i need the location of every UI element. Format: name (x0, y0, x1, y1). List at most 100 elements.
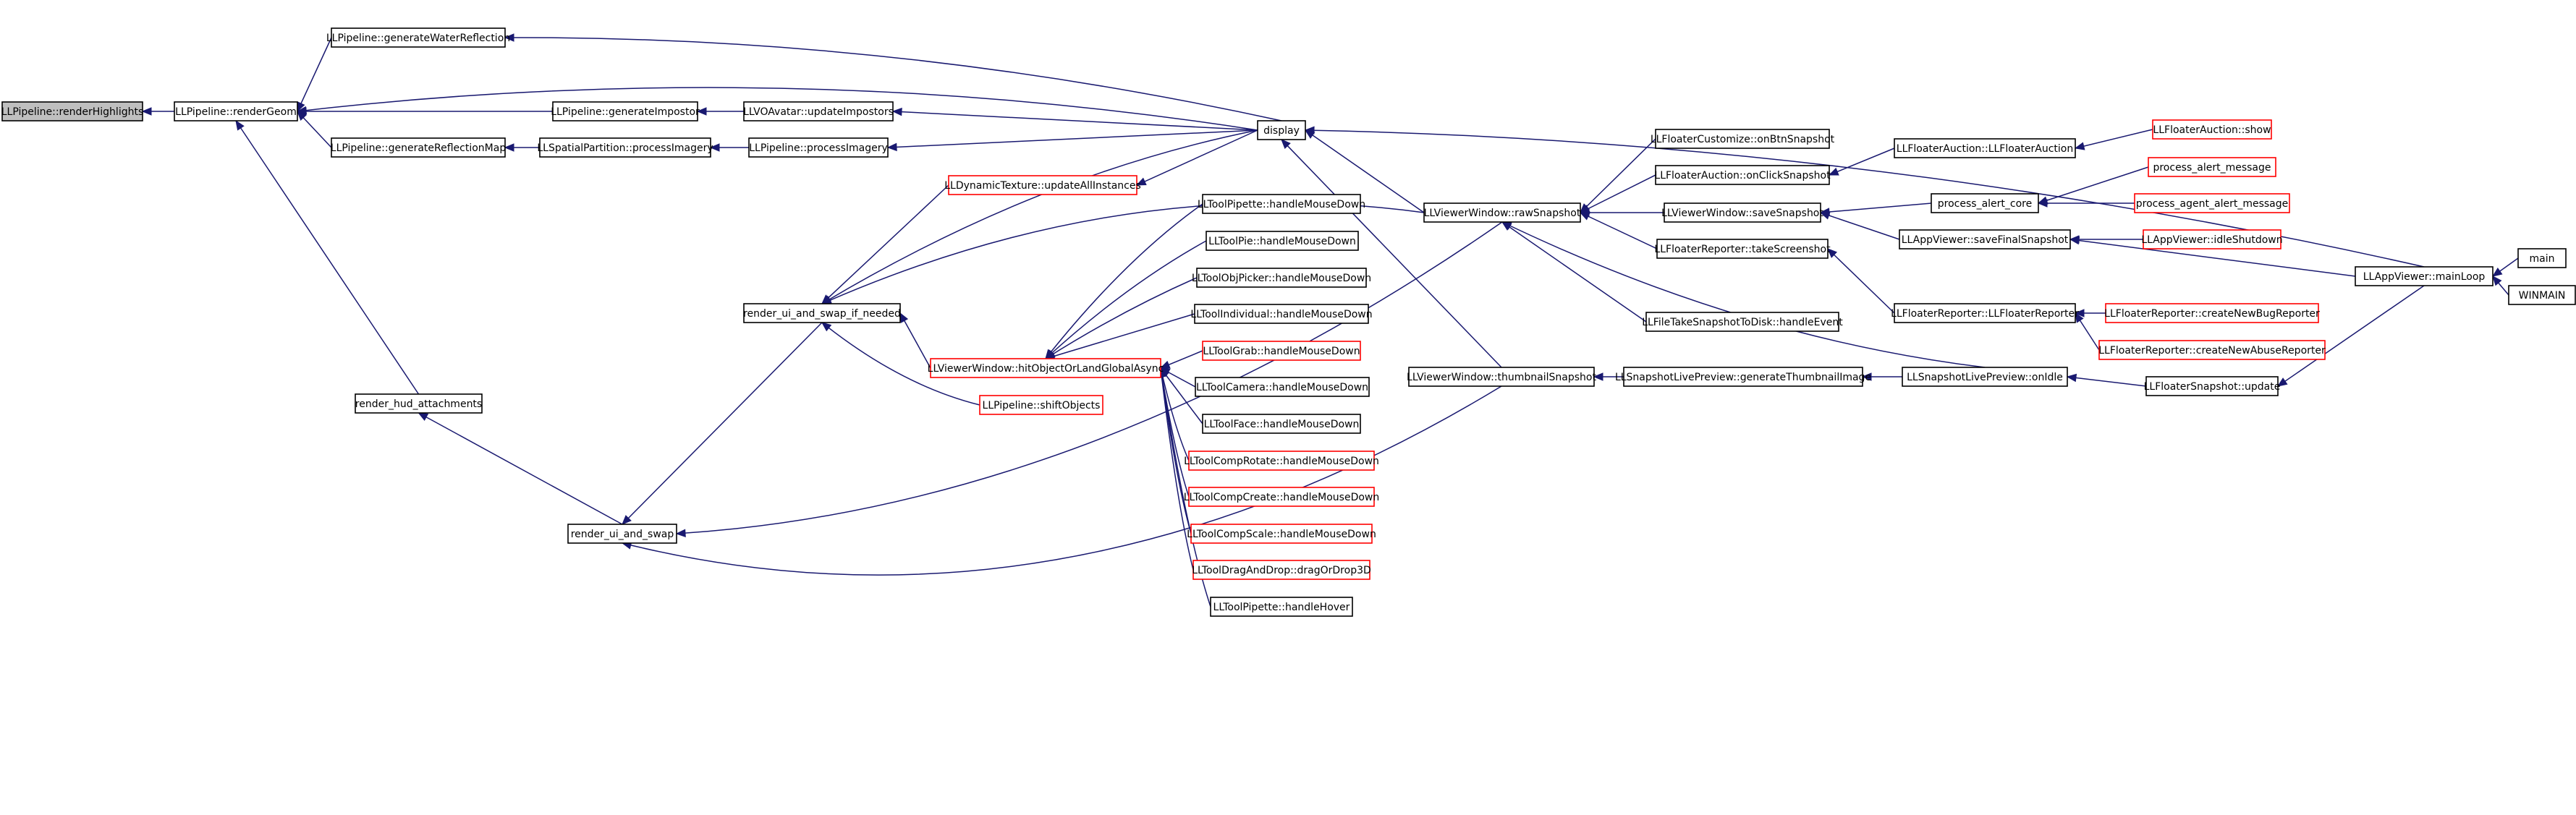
call-edge-newAbuseReporter-to-reporterCtor (2075, 312, 2100, 351)
node-pie-mouse-down[interactable]: LLToolPie::handleMouseDown (1206, 231, 1359, 251)
node-label: LLToolFace::handleMouseDown (1204, 419, 1360, 430)
call-edge-rawSnapshot-to-render_ui_and_swap (675, 221, 1503, 537)
node-label: LLPipeline::renderGeom (175, 106, 297, 118)
node-save-snapshot[interactable]: LLViewerWindow::saveSnapshot (1661, 202, 1823, 223)
node-comp-scale[interactable]: LLToolCompScale::handleMouseDown (1187, 524, 1376, 544)
arrowhead-icon (1579, 212, 1590, 221)
node-label: LLFloaterAuction::onClickSnapshot (1654, 170, 1831, 182)
call-edge-onIdle-to-generateThumbnail (1861, 372, 1903, 381)
node-label: LLPipeline::generateReflectionMap (331, 142, 507, 154)
call-edge-display-to-dynamicTexture (1135, 129, 1258, 186)
arrowhead-icon (141, 107, 152, 116)
node-customize-on-btn[interactable]: LLFloaterCustomize::onBtnSnapshot (1651, 129, 1835, 149)
call-edge-render_hud_attachments-to-renderGeom (235, 119, 420, 395)
node-reporter-ctor[interactable]: LLFloaterReporter::LLFloaterReporter (1891, 303, 2079, 323)
node-comp-rotate[interactable]: LLToolCompRotate::handleMouseDown (1184, 451, 1379, 471)
arrowhead-icon (2075, 312, 2084, 323)
node-individual-mouse-down[interactable]: LLToolIndividual::handleMouseDown (1190, 304, 1373, 324)
node-label: LLViewerWindow::hitObjectOrLandGlobalAsy… (928, 363, 1164, 375)
node-label: process_agent_alert_message (2136, 198, 2289, 210)
node-label: LLToolCamera::handleMouseDown (1196, 382, 1368, 393)
node-label: LLVOAvatar::updateImpostors (743, 106, 894, 118)
node-generate-reflection-map[interactable]: LLPipeline::generateReflectionMap (331, 137, 507, 158)
node-save-final-snapshot[interactable]: LLAppViewer::saveFinalSnapshot (1899, 229, 2071, 249)
call-edge-display-to-pipelineProcessImagery (886, 129, 1258, 152)
node-render_ui_and_swap[interactable]: render_ui_and_swap (567, 524, 677, 544)
call-edge-objPickerMouseDown-to-hitObject (1044, 277, 1198, 359)
node-label: LLSpatialPartition::processImagery (537, 142, 713, 154)
arrowhead-icon (899, 312, 909, 323)
node-process-alert-core[interactable]: process_alert_core (1931, 193, 2039, 213)
node-process-agent-alert[interactable]: process_agent_alert_message (2134, 193, 2290, 213)
node-face-mouse-down[interactable]: LLToolFace::handleMouseDown (1202, 414, 1361, 434)
node-auction-on-click[interactable]: LLFloaterAuction::onClickSnapshot (1654, 165, 1831, 185)
node-floater-snapshot-update[interactable]: LLFloaterSnapshot::update (2144, 376, 2281, 396)
node-update-impostors[interactable]: LLVOAvatar::updateImpostors (743, 101, 894, 121)
node-drag-or-drop[interactable]: LLToolDragAndDrop::dragOrDrop3D (1192, 560, 1371, 580)
arrowhead-icon (418, 412, 429, 422)
call-edge-idleShutdown-to-saveFinalSnapshot (2069, 235, 2143, 244)
node-generate-thumbnail[interactable]: LLSnapshotLivePreview::generateThumbnail… (1615, 367, 1871, 387)
call-edge-render_ui_and_swap_if_needed-to-render_ui_and_swap (622, 322, 823, 525)
call-edge-hitObject-to-render_ui_and_swap_if_needed (899, 312, 931, 369)
node-display[interactable]: display (1257, 120, 1306, 140)
node-label: LLFloaterAuction::LLFloaterAuction (1897, 143, 2073, 155)
arrowhead-icon (622, 515, 632, 525)
arrowhead-icon (2066, 373, 2077, 383)
node-render-geom[interactable]: LLPipeline::renderGeom (174, 101, 298, 121)
node-comp-create[interactable]: LLToolCompCreate::handleMouseDown (1184, 487, 1380, 507)
node-hit-object[interactable]: LLViewerWindow::hitObjectOrLandGlobalAsy… (928, 358, 1164, 378)
node-raw-snapshot[interactable]: LLViewerWindow::rawSnapshot (1423, 202, 1581, 223)
node-idle-shutdown[interactable]: LLAppViewer::idleShutdown (2141, 229, 2283, 249)
node-obj-picker-mouse-down[interactable]: LLToolObjPicker::handleMouseDown (1192, 268, 1371, 288)
node-label: LLToolGrab::handleMouseDown (1203, 346, 1360, 357)
call-edge-rawSnapshot-to-display (1304, 129, 1425, 213)
node-auction-show[interactable]: LLFloaterAuction::show (2152, 119, 2272, 140)
node-label: process_alert_message (2153, 162, 2271, 174)
node-label: LLFloaterAuction::show (2153, 124, 2271, 136)
arrowhead-icon (504, 33, 514, 42)
node-new-bug-reporter[interactable]: LLFloaterReporter::createNewBugReporter (2104, 303, 2320, 323)
node-label: LLToolPipette::handleMouseDown (1198, 199, 1365, 210)
call-edge-render_ui_and_swap-to-render_hud_attachments (418, 412, 623, 525)
node-render_hud_attachments[interactable]: render_hud_attachments (355, 393, 483, 414)
node-dynamic-texture[interactable]: LLDynamicTexture::updateAllInstances (944, 175, 1141, 195)
node-auction-ctor[interactable]: LLFloaterAuction::LLFloaterAuction (1894, 138, 2076, 158)
node-file-take-snapshot[interactable]: LLFileTakeSnapshotToDisk::handleEvent (1642, 312, 1843, 332)
node-main-loop[interactable]: LLAppViewer::mainLoop (2355, 266, 2494, 286)
node-pipeline-process-imagery[interactable]: LLPipeline::processImagery (748, 137, 889, 158)
node-label: LLFloaterReporter::takeScreenshot (1654, 244, 1831, 255)
node-render_ui_and_swap_if_needed[interactable]: render_ui_and_swap_if_needed (743, 303, 901, 323)
node-main[interactable]: main (2517, 248, 2567, 268)
node-shift-objects[interactable]: LLPipeline::shiftObjects (979, 395, 1103, 415)
arrowhead-icon (1304, 129, 1315, 139)
node-render-highlights[interactable]: LLPipeline::renderHighlights (1, 101, 144, 121)
call-edge-processAlertMessage-to-processAlertCore (2037, 166, 2149, 205)
call-edge-processAlertCore-to-saveSnapshot (1819, 202, 1932, 216)
arrowhead-icon (1281, 139, 1291, 149)
node-generate-water-reflection[interactable]: LLPipeline::generateWaterReflection (326, 27, 510, 48)
node-camera-mouse-down[interactable]: LLToolCamera::handleMouseDown (1195, 377, 1370, 397)
call-edge-main-to-mainLoop (2491, 257, 2519, 277)
node-process-alert-message[interactable]: process_alert_message (2148, 157, 2276, 177)
call-edge-thumbnailSnapshot-to-display (1281, 139, 1502, 368)
node-pipette-mouse-down[interactable]: LLToolPipette::handleMouseDown (1198, 194, 1365, 214)
node-spatial-process-imagery[interactable]: LLSpatialPartition::processImagery (537, 137, 713, 158)
node-label: LLPipeline::generateImpostor (551, 106, 700, 118)
node-label: LLPipeline::shiftObjects (983, 400, 1101, 411)
call-edge-auctionShow-to-auctionCtor (2074, 129, 2153, 150)
node-new-abuse-reporter[interactable]: LLFloaterReporter::createNewAbuseReporte… (2098, 340, 2326, 360)
node-label: LLAppViewer::idleShutdown (2141, 234, 2282, 246)
node-take-screenshot[interactable]: LLFloaterReporter::takeScreenshot (1654, 239, 1831, 259)
node-label: LLToolCompCreate::handleMouseDown (1184, 492, 1380, 503)
call-edge-shiftObjects-to-render_ui_and_swap_if_needed (821, 322, 980, 406)
node-thumbnail-snapshot[interactable]: LLViewerWindow::thumbnailSnapshot (1407, 367, 1596, 387)
arrowhead-icon (821, 322, 832, 332)
node-pipette-hover[interactable]: LLToolPipette::handleHover (1210, 597, 1353, 617)
node-generate-impostor[interactable]: LLPipeline::generateImpostor (551, 101, 700, 121)
node-label: LLSnapshotLivePreview::onIdle (1907, 372, 2063, 383)
node-winmain[interactable]: WINMAIN (2508, 285, 2576, 305)
node-grab-mouse-down[interactable]: LLToolGrab::handleMouseDown (1202, 341, 1361, 361)
node-on-idle[interactable]: LLSnapshotLivePreview::onIdle (1902, 367, 2068, 387)
